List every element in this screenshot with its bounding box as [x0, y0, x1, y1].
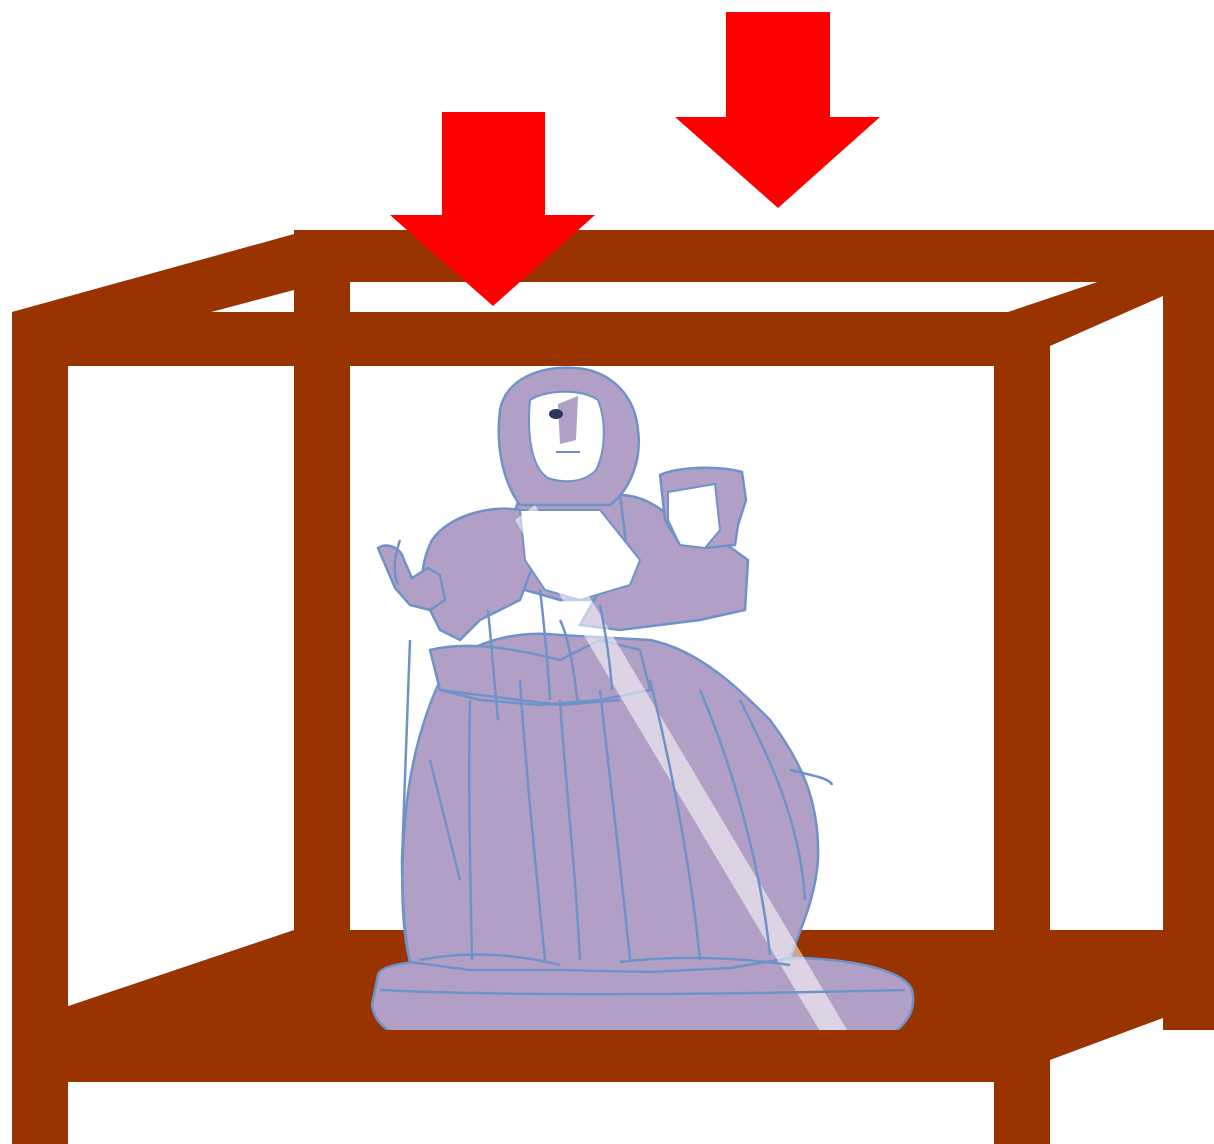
statue-child-face [668, 484, 720, 548]
front-left-post [12, 312, 68, 1144]
back-right-post [1163, 230, 1214, 1030]
downward-arrow-right [675, 12, 880, 208]
front-right-post [994, 312, 1050, 1144]
statue-eye [549, 409, 563, 419]
front-top-beam [12, 312, 1050, 366]
front-bottom-beam [12, 1030, 1050, 1082]
statue-face-shadow [558, 396, 578, 444]
